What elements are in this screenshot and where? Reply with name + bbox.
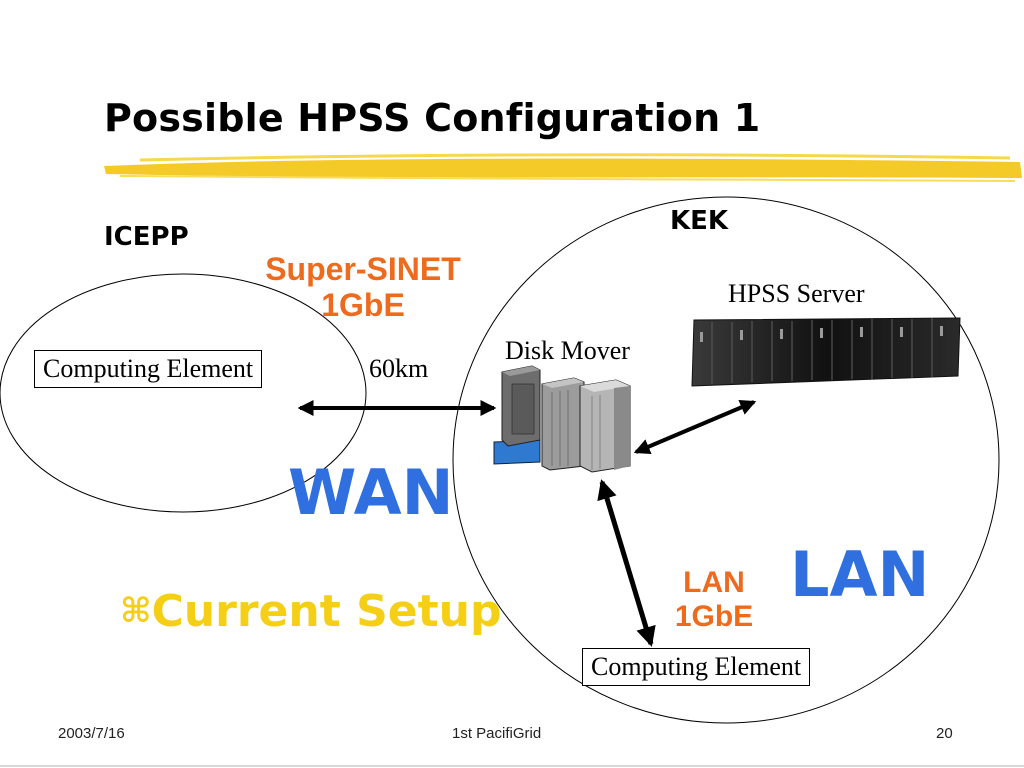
footer-page-number: 20: [936, 725, 953, 742]
disk-mover-image: [493, 365, 631, 473]
footer-event: 1st PacifiGrid: [452, 725, 542, 742]
bullet-text: Current Setup: [151, 586, 502, 637]
disk-mover-label: Disk Mover: [505, 336, 630, 365]
kek-computing-element: Computing Element: [582, 648, 811, 686]
lan-link-arrow: [597, 479, 656, 647]
icepp-boundary: [0, 273, 367, 513]
lan-link-name: LAN: [683, 566, 745, 599]
bullet-current-setup: ⌘Current Setup: [120, 586, 501, 637]
icepp-computing-element: Computing Element: [34, 350, 263, 388]
lan-link-speed: 1GbE: [674, 599, 754, 633]
kek-boundary: [452, 196, 1000, 724]
server-link-arrow: [633, 399, 757, 455]
lan-link-label: LAN 1GbE: [654, 566, 774, 633]
bullet-icon: ⌘: [120, 591, 152, 631]
wan-link-label: Super-SINET 1GbE: [240, 251, 486, 324]
distance-label: 60km: [369, 354, 429, 383]
footer-date: 2003/7/16: [58, 725, 125, 742]
icepp-site-label: ICEPP: [104, 222, 189, 252]
lan-label: LAN: [790, 538, 930, 611]
wan-label: WAN: [288, 456, 454, 529]
kek-site-label: KEK: [670, 206, 729, 236]
wan-link-speed: 1GbE: [321, 286, 405, 323]
hpss-server-label: HPSS Server: [728, 279, 865, 308]
wan-link-name: Super-SINET: [265, 251, 461, 287]
title-highlight: [104, 153, 1022, 182]
slide-title: Possible HPSS Configuration 1: [104, 96, 761, 140]
hpss-server-image: [691, 317, 961, 387]
